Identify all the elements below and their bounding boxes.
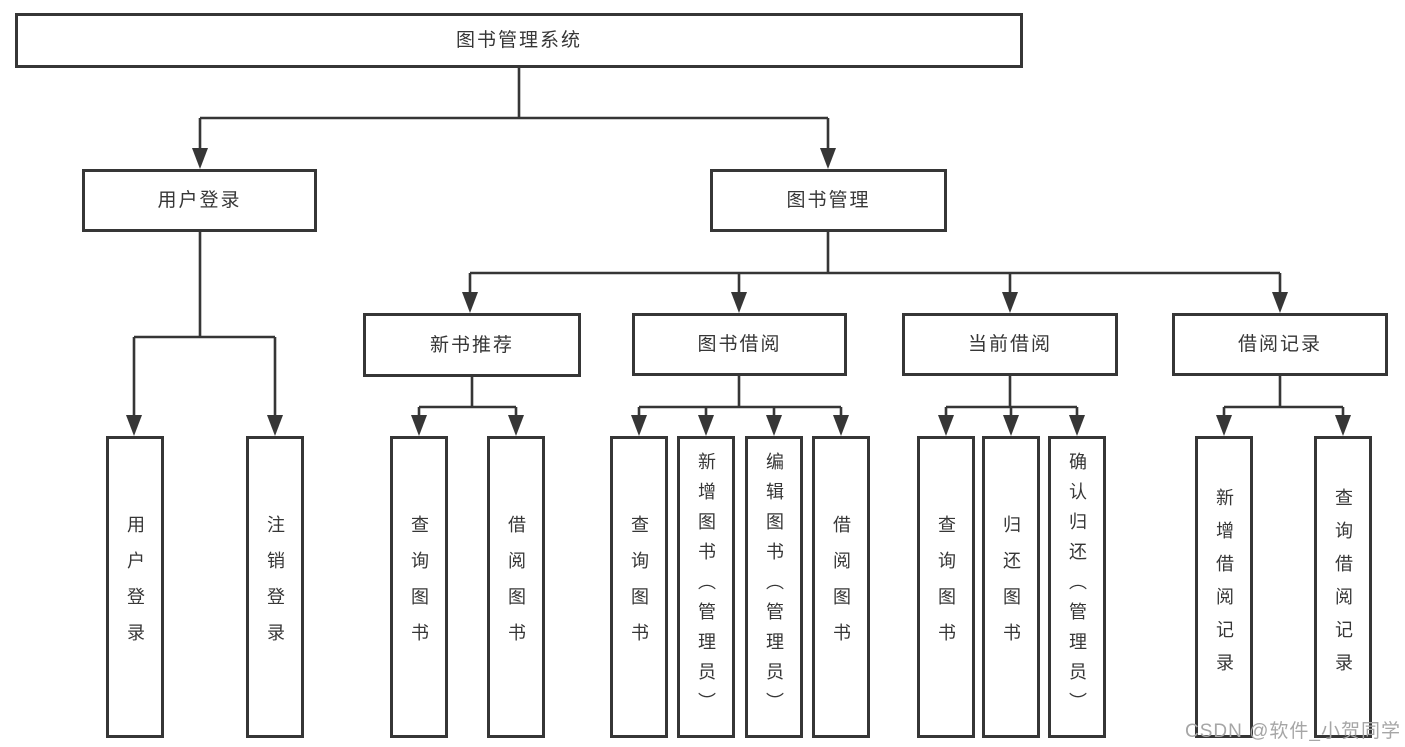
- leaf-confirm-return-admin-label: 确认归还（管理员）: [1067, 452, 1087, 722]
- leaf-edit-book-admin: 编辑图书（管理员）: [745, 436, 803, 738]
- node-book-management-label: 图书管理: [786, 190, 871, 211]
- leaf-logout-label: 注销登录: [265, 515, 285, 659]
- leaf-query-book-1: 查询图书: [390, 436, 448, 738]
- node-new-book-recommend-label: 新书推荐: [429, 334, 514, 356]
- leaf-add-book-admin: 新增图书（管理员）: [677, 436, 735, 738]
- node-borrow-record: 借阅记录: [1172, 313, 1388, 376]
- leaf-confirm-return-admin: 确认归还（管理员）: [1048, 436, 1106, 738]
- node-borrow-record-label: 借阅记录: [1237, 334, 1322, 355]
- leaf-query-book-1-label: 查询图书: [409, 515, 429, 659]
- leaf-user-login: 用户登录: [106, 436, 164, 738]
- leaf-user-login-label: 用户登录: [125, 515, 145, 659]
- node-user-login: 用户登录: [82, 169, 317, 232]
- node-root-label: 图书管理系统: [455, 30, 582, 51]
- node-book-management: 图书管理: [710, 169, 947, 232]
- leaf-borrow-book-2: 借阅图书: [812, 436, 870, 738]
- leaf-query-borrow-record-label: 查询借阅记录: [1333, 488, 1353, 686]
- node-current-borrow: 当前借阅: [902, 313, 1118, 376]
- leaf-logout: 注销登录: [246, 436, 304, 738]
- leaf-borrow-book-1: 借阅图书: [487, 436, 545, 738]
- leaf-query-borrow-record: 查询借阅记录: [1314, 436, 1372, 738]
- leaf-add-borrow-record-label: 新增借阅记录: [1214, 488, 1234, 686]
- leaf-return-book-label: 归还图书: [1001, 515, 1021, 659]
- node-book-borrow-label: 图书借阅: [697, 334, 782, 355]
- node-current-borrow-label: 当前借阅: [967, 334, 1052, 355]
- leaf-query-book-2-label: 查询图书: [629, 515, 649, 659]
- node-root-system: 图书管理系统: [15, 13, 1023, 68]
- leaf-borrow-book-1-label: 借阅图书: [506, 515, 526, 659]
- leaf-return-book: 归还图书: [982, 436, 1040, 738]
- node-new-book-recommend: 新书推荐: [363, 313, 581, 377]
- node-user-login-label: 用户登录: [157, 190, 242, 211]
- leaf-add-borrow-record: 新增借阅记录: [1195, 436, 1253, 738]
- leaf-borrow-book-2-label: 借阅图书: [831, 515, 851, 659]
- leaf-query-book-3-label: 查询图书: [936, 515, 956, 659]
- leaf-query-book-3: 查询图书: [917, 436, 975, 738]
- leaf-add-book-admin-label: 新增图书（管理员）: [696, 452, 716, 722]
- node-book-borrow: 图书借阅: [632, 313, 847, 376]
- leaf-edit-book-admin-label: 编辑图书（管理员）: [764, 452, 784, 722]
- leaf-query-book-2: 查询图书: [610, 436, 668, 738]
- csdn-watermark: CSDN @软件_小贺同学: [1185, 721, 1401, 742]
